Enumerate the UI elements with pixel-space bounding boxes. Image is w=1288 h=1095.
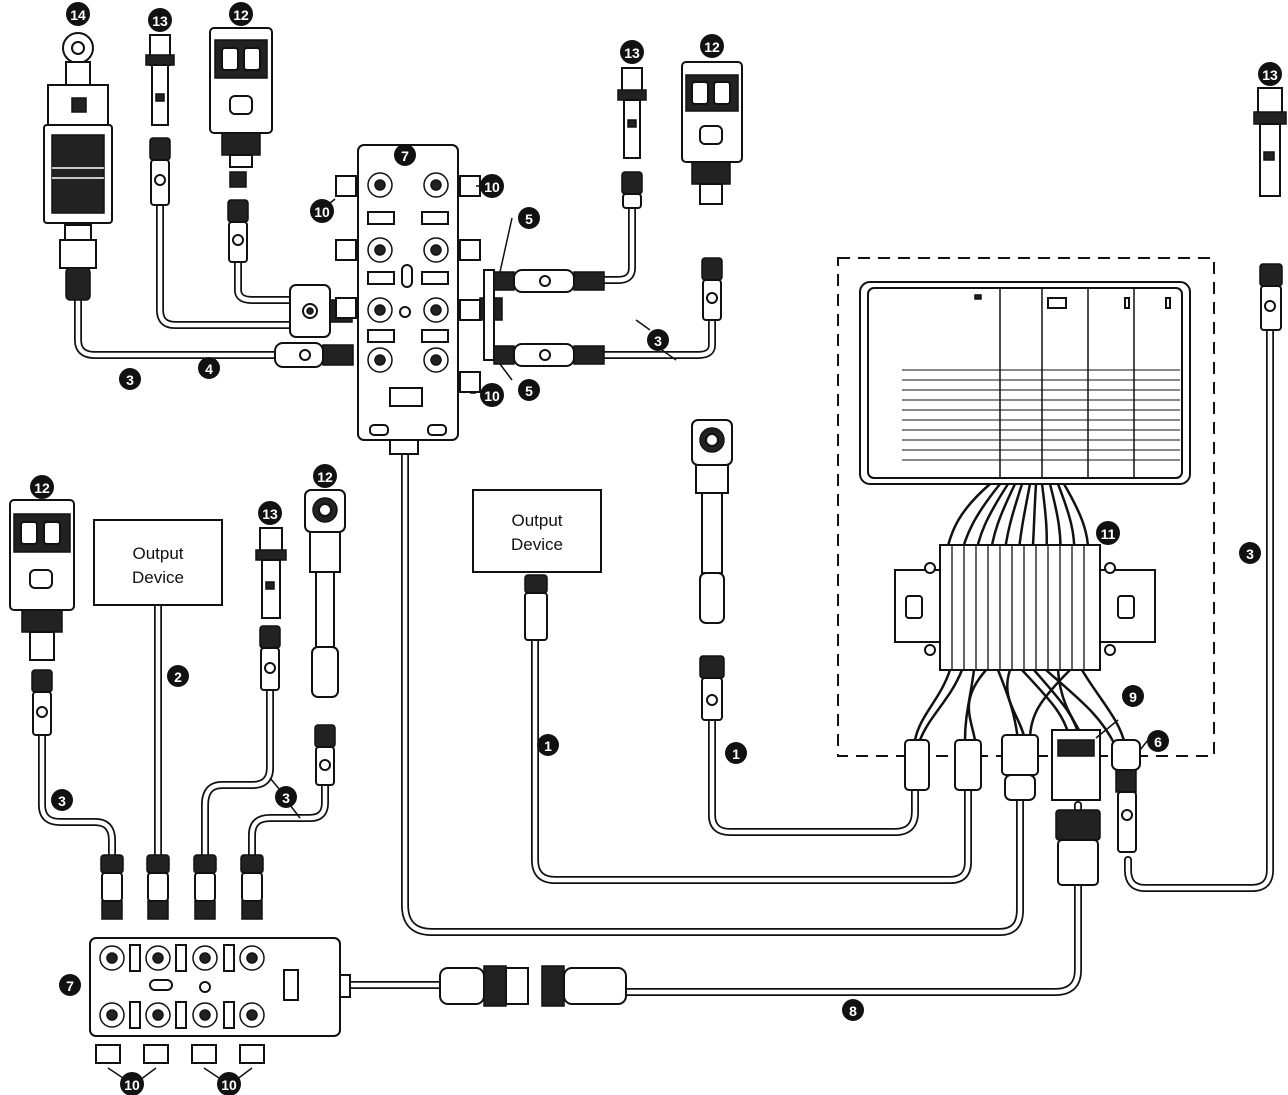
callout-label: 12	[233, 7, 249, 23]
callout-8: 8	[842, 999, 864, 1021]
callout-9: 9	[1122, 685, 1144, 707]
callout-label: 10	[221, 1077, 237, 1093]
callout-label: 5	[525, 211, 533, 227]
callout-label: 13	[152, 13, 168, 29]
t-connector	[479, 269, 605, 367]
cables	[38, 201, 1274, 996]
callout-label: 10	[314, 204, 330, 220]
distribution-box-bottom	[89, 937, 351, 1064]
callout-label: 10	[124, 1077, 140, 1093]
callout-12: 12	[313, 464, 337, 488]
callout-7: 7	[59, 974, 81, 996]
callout-label: 12	[704, 39, 720, 55]
callout-label: 11	[1101, 526, 1116, 542]
callout-12: 12	[229, 2, 253, 26]
output-device-line2: Device	[132, 568, 184, 587]
callout-label: 3	[58, 793, 66, 809]
callout-10: 10	[480, 174, 504, 198]
callout-label: 10	[484, 388, 500, 404]
callout-label: 3	[282, 790, 290, 806]
callout-label: 7	[66, 978, 74, 994]
callout-4: 4	[198, 357, 220, 379]
callout-label: 14	[70, 7, 86, 23]
distribution-box-top	[335, 144, 481, 455]
callout-label: 8	[849, 1003, 857, 1019]
callout-label: 12	[34, 480, 50, 496]
proximity-sensor	[255, 527, 287, 691]
photoelectric-sensor	[681, 61, 743, 321]
callout-2: 2	[167, 665, 189, 687]
callout-6: 6	[1147, 730, 1169, 752]
callout-label: 4	[205, 361, 213, 377]
callout-3: 3	[1239, 542, 1261, 564]
callout-label: 9	[1129, 689, 1137, 705]
cable-connector	[274, 342, 354, 368]
photoelectric-sensor	[9, 499, 75, 736]
callout-3: 3	[647, 329, 669, 351]
field-connectors	[100, 854, 264, 920]
callout-12: 12	[700, 34, 724, 58]
callout-label: 13	[262, 506, 278, 522]
callout-13: 13	[620, 40, 644, 64]
cable-glands	[904, 729, 1141, 853]
photoelectric-sensor	[304, 489, 346, 786]
callout-10: 10	[217, 1072, 241, 1095]
callout-14: 14	[66, 2, 90, 26]
trunk-connectors	[439, 965, 627, 1007]
proximity-sensor	[617, 67, 647, 209]
callout-label: 3	[1246, 546, 1254, 562]
callout-1: 1	[537, 734, 559, 756]
callout-10: 10	[480, 383, 504, 407]
callout-label: 12	[317, 469, 333, 485]
proximity-sensor	[145, 34, 175, 206]
callout-label: 3	[654, 333, 662, 349]
callout-5: 5	[518, 207, 540, 229]
photoelectric-sensor	[691, 419, 733, 721]
callout-label: 13	[624, 45, 640, 61]
callout-label: 3	[126, 372, 134, 388]
callout-5: 5	[518, 379, 540, 401]
limit-switch	[43, 32, 113, 301]
callout-label: 13	[1262, 67, 1278, 83]
output-device-box: Output Device	[472, 489, 602, 641]
callout-13: 13	[258, 501, 282, 525]
callout-13: 13	[148, 8, 172, 32]
callout-label: 7	[401, 148, 409, 164]
callout-13: 13	[1258, 62, 1282, 86]
callout-label: 2	[174, 669, 182, 685]
output-device-box: Output Device	[93, 519, 223, 606]
callout-label: 10	[484, 179, 500, 195]
output-device-line2: Device	[511, 535, 563, 554]
callout-11: 11	[1096, 521, 1120, 545]
callout-label: 1	[732, 746, 740, 762]
callout-3: 3	[119, 368, 141, 390]
callout-label: 1	[544, 738, 552, 754]
callout-3: 3	[275, 786, 297, 808]
proximity-sensor	[1253, 87, 1287, 331]
callout-label: 6	[1154, 734, 1162, 750]
control-enclosure	[837, 257, 1215, 886]
photoelectric-sensor	[209, 27, 273, 263]
output-device-line1: Output	[132, 544, 183, 563]
callout-10: 10	[310, 199, 334, 223]
callout-1: 1	[725, 742, 747, 764]
callout-7: 7	[394, 144, 416, 166]
callout-3: 3	[51, 789, 73, 811]
callout-10: 10	[120, 1072, 144, 1095]
callout-12: 12	[30, 475, 54, 499]
output-device-line1: Output	[511, 511, 562, 530]
callout-label: 5	[525, 383, 533, 399]
